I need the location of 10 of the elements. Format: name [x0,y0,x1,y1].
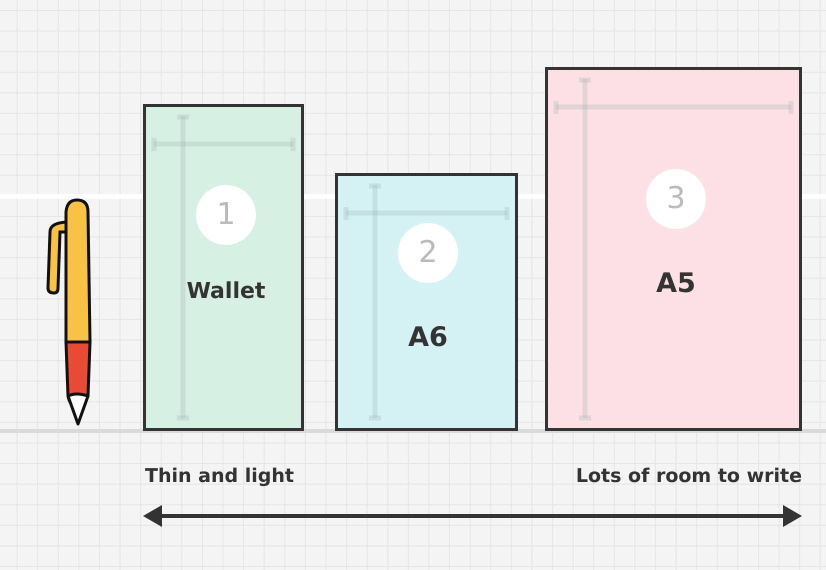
paper-size-box [335,173,518,431]
size-label: A6 [408,322,448,353]
size-label: A5 [656,268,696,299]
paper-size-box [143,104,304,431]
size-label: Wallet [186,279,266,304]
scale-end-label: Lots of room to write [576,465,802,487]
number-badge: 2 [398,223,458,283]
number-badge: 3 [646,169,706,229]
scale-end-label: Thin and light [145,465,294,487]
number-badge: 1 [196,185,256,245]
